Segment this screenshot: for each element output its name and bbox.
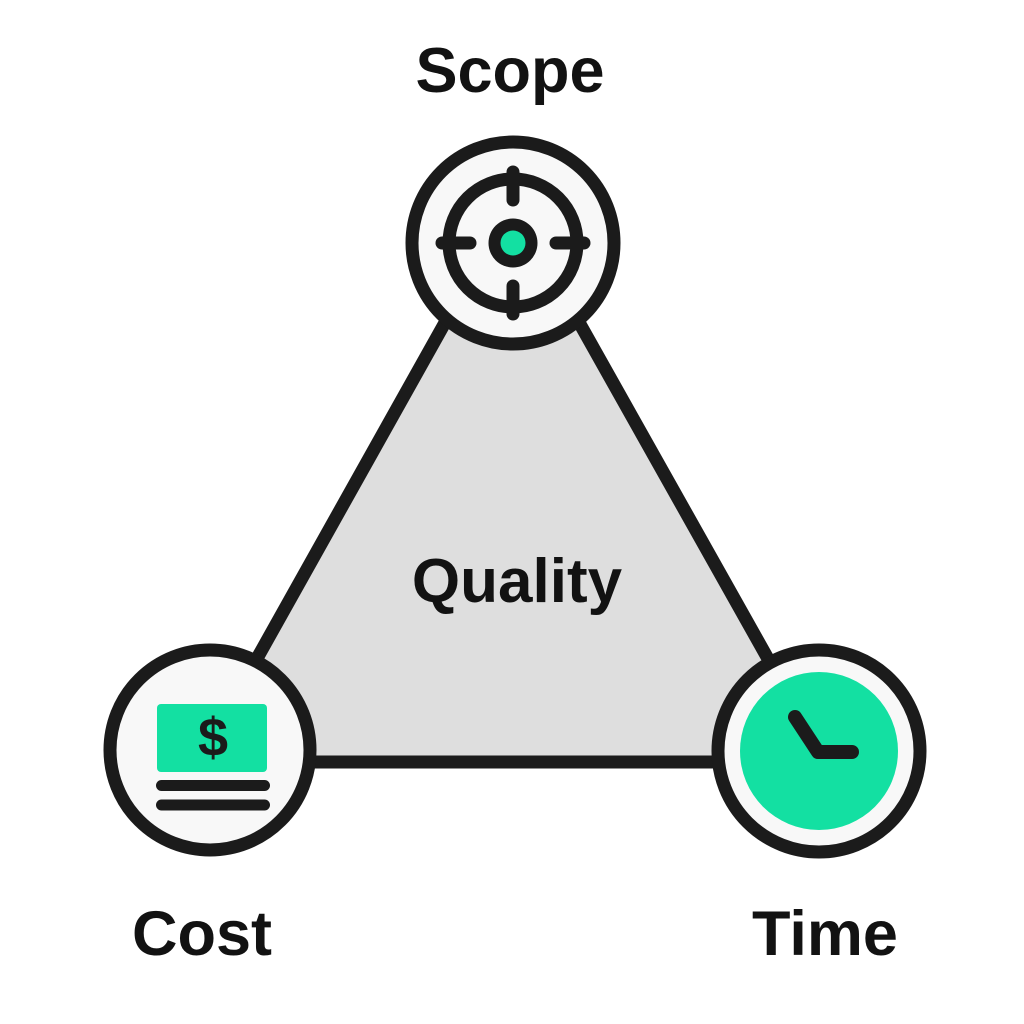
clock-hands <box>788 710 859 759</box>
scope-node <box>405 135 621 351</box>
banknote-rect <box>157 704 267 772</box>
cost-node <box>103 643 317 857</box>
target-center-green-dot <box>500 230 526 256</box>
time-node <box>711 643 927 859</box>
triangle-shape <box>192 196 833 769</box>
money-icon <box>156 704 270 811</box>
scope-label: Scope <box>415 36 605 106</box>
target-icon <box>435 165 591 321</box>
clock-icon <box>740 672 898 830</box>
banknote-line-2 <box>156 799 270 811</box>
dollar-sign: $ <box>197 707 229 768</box>
time-label: Time <box>752 899 898 969</box>
banknote-line-1 <box>156 780 270 791</box>
cost-label: Cost <box>132 899 272 969</box>
quality-label: Quality <box>411 547 623 616</box>
